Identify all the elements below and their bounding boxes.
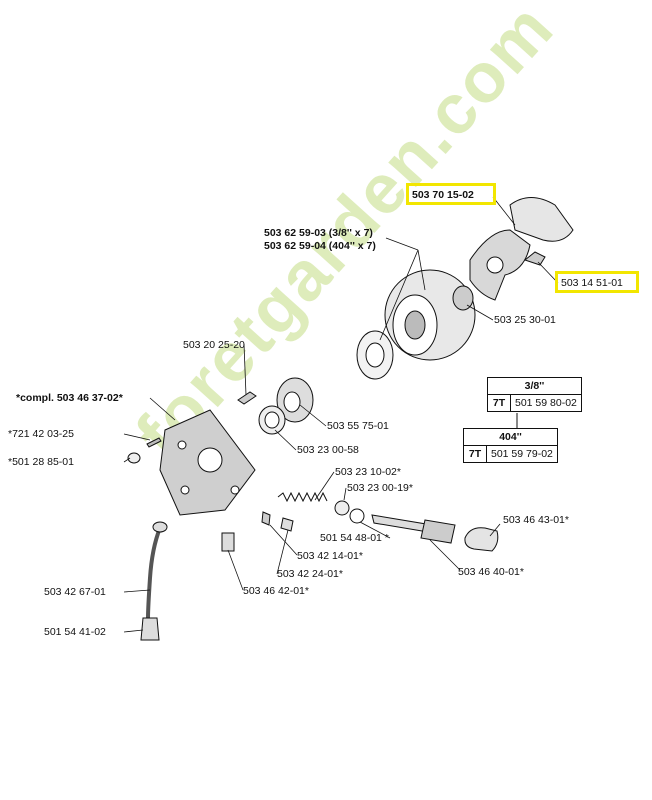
bolt	[237, 391, 257, 405]
part-label: 503 70 15-02	[412, 189, 474, 201]
part-label: 503 14 51-01	[561, 277, 623, 289]
part-label: 503 62 59-04 (404'' x 7)	[264, 240, 376, 252]
part-label: *501 28 85-01	[8, 456, 74, 468]
table-cell: 7T	[487, 394, 511, 412]
part-label: 501 54 48-01 *	[320, 532, 389, 544]
part-label: 503 23 00-19*	[347, 482, 413, 494]
table-cell: 7T	[463, 445, 487, 463]
needle-bearing	[452, 285, 474, 311]
cap	[464, 527, 499, 552]
table-header: 404''	[463, 428, 558, 446]
clutch-spring	[523, 251, 546, 266]
part-label: 503 23 10-02*	[335, 466, 401, 478]
part-label: 503 42 24-01*	[277, 568, 343, 580]
worm-gear	[420, 519, 456, 544]
o-ring	[334, 500, 350, 516]
pin	[146, 437, 162, 448]
table-cell: 501 59 80-02	[510, 394, 582, 412]
part-label: 503 46 43-01*	[503, 514, 569, 526]
table-header: 3/8''	[487, 377, 582, 395]
part-label: 503 55 75-01	[327, 420, 389, 432]
part-label: 503 25 30-01	[494, 314, 556, 326]
part-label: *compl. 503 46 37-02*	[16, 392, 123, 404]
strainer	[140, 617, 160, 641]
part-label: 503 42 67-01	[44, 586, 106, 598]
part-label: 501 54 41-02	[44, 626, 106, 638]
fitting	[221, 532, 235, 552]
part-label: 503 42 14-01*	[297, 550, 363, 562]
part-label: 503 46 40-01*	[458, 566, 524, 578]
oil-hose	[146, 527, 162, 619]
part-label: 503 62 59-03 (3/8'' x 7)	[264, 227, 373, 239]
table-cell: 501 59 79-02	[486, 445, 558, 463]
clutch-shoe	[509, 197, 574, 242]
part-label: 503 20 25-20	[183, 339, 245, 351]
plunger	[280, 517, 294, 532]
highlight-box-right	[555, 271, 639, 293]
pin-small	[261, 511, 271, 526]
spring	[277, 491, 328, 503]
highlight-box-top	[406, 183, 496, 205]
part-label: *721 42 03-25	[8, 428, 74, 440]
disc	[349, 508, 365, 524]
part-label: 503 23 00-58	[297, 444, 359, 456]
washer	[127, 452, 141, 464]
part-label: 503 46 42-01*	[243, 585, 309, 597]
